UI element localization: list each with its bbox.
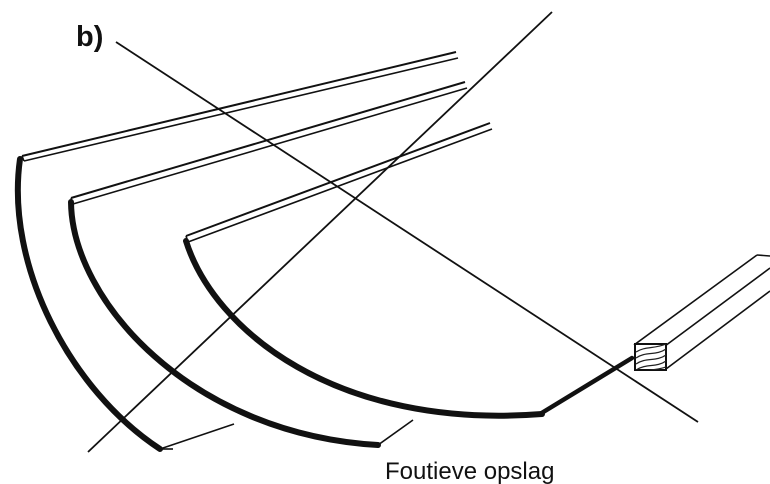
curved-board-middle bbox=[68, 81, 468, 448]
figure-caption: Foutieve opslag bbox=[385, 458, 554, 484]
curved-board-inner bbox=[183, 122, 635, 419]
panel-label: b) bbox=[76, 21, 103, 53]
diagonal-line-ascending bbox=[87, 11, 553, 453]
wood-grain-hatch bbox=[635, 344, 666, 370]
curved-board-outer bbox=[14, 51, 459, 452]
diagonal-line-descending bbox=[115, 41, 699, 423]
support-beam bbox=[633, 254, 770, 371]
